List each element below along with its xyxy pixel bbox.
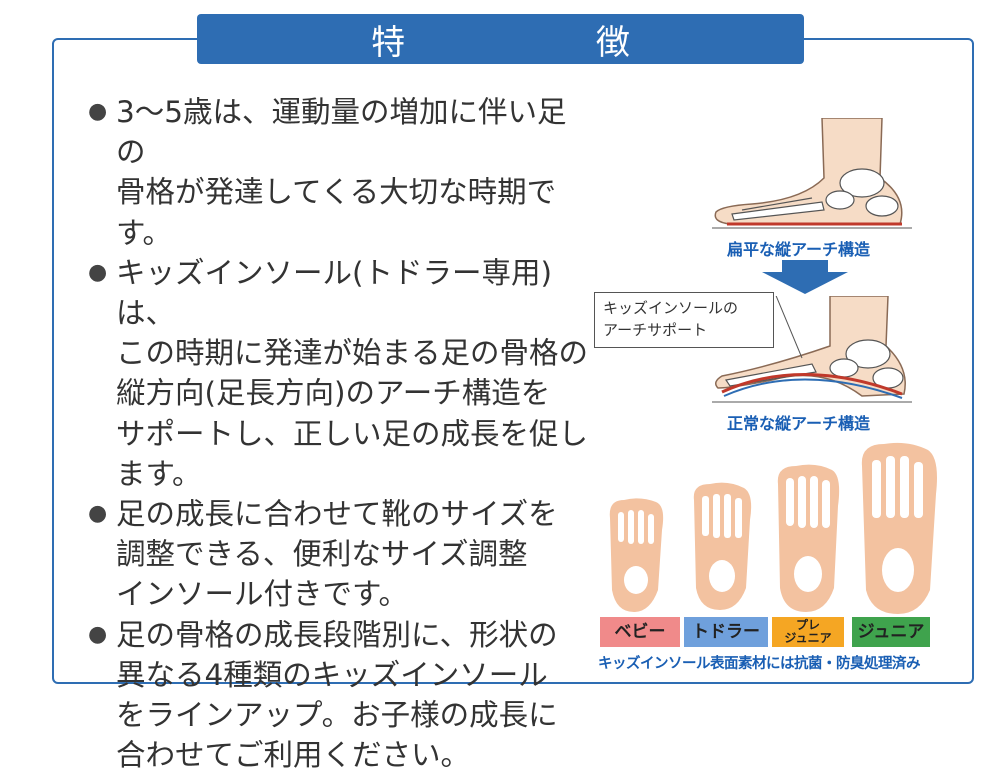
- text-line: この時期に発達が始まる足の骨格の: [116, 336, 589, 371]
- normal-arch-foot-illustration: [712, 296, 912, 403]
- text-line: キッズインソール(トドラー専用)は、: [116, 255, 553, 331]
- text-line: インソール付きです。: [116, 577, 409, 612]
- text-line: 3〜5歳は、運動量の増加に伴い足の: [116, 95, 567, 170]
- stage-label-line: ジュニア: [784, 631, 832, 645]
- antibacterial-note: キッズインソール表面素材には抗菌・防臭処理済み: [598, 656, 921, 672]
- text-line: 合わせてご利用ください。: [116, 738, 471, 773]
- stage-label-junior: ジュニア: [852, 617, 930, 647]
- text-line: 縦方向(足長方向)のアーチ構造を: [116, 376, 551, 411]
- callout-line: アーチサポート: [603, 321, 708, 339]
- stage-label-line: プレ: [795, 618, 820, 632]
- pre-junior-foot-icon: [777, 464, 840, 612]
- stage-label-pre-junior: プレ ジュニア: [772, 617, 844, 647]
- callout-line: キッズインソールの: [603, 299, 739, 317]
- baby-foot-icon: [609, 498, 664, 612]
- text-line: 異なる4種類のキッズインソール: [116, 657, 548, 692]
- bullet-icon: ●: [88, 501, 108, 527]
- text-line: 足の骨格の成長段階別に、形状の: [116, 617, 558, 652]
- bullet-icon: ●: [88, 259, 108, 285]
- bullet-icon: ●: [88, 621, 108, 647]
- junior-foot-icon: [861, 442, 937, 614]
- text-line: をラインアップ。お子様の成長に: [116, 698, 558, 733]
- text-line: 足の成長に合わせて靴のサイズを: [116, 497, 558, 532]
- list-item: ● 足の成長に合わせて靴のサイズを 調整できる、便利なサイズ調整 インソール付き…: [88, 494, 593, 615]
- list-item: ● 足の骨格の成長段階別に、形状の 異なる4種類のキッズインソール をラインアッ…: [88, 615, 593, 775]
- text-line: 骨格が発達してくる大切な時期です。: [116, 175, 557, 250]
- flat-arch-caption: 扁平な縦アーチ構造: [727, 240, 871, 259]
- text-line: サポートし、正しい足の成長を促し: [116, 416, 589, 451]
- arrow-down-icon: [762, 260, 848, 294]
- bullet-icon: ●: [88, 99, 108, 124]
- stage-label-toddler: トドラー: [684, 617, 768, 647]
- arch-support-callout: キッズインソールの アーチサポート: [594, 292, 774, 348]
- growth-stage-footprints: [609, 442, 937, 614]
- normal-arch-caption: 正常な縦アーチ構造: [727, 414, 871, 433]
- stage-label-baby: ベビー: [600, 617, 680, 647]
- toddler-foot-icon: [693, 482, 752, 610]
- list-item: ● キッズインソール(トドラー専用)は、 この時期に発達が始まる足の骨格の 縦方…: [88, 253, 593, 494]
- text-line: 調整できる、便利なサイズ調整: [116, 537, 528, 572]
- list-item: ● 3〜5歳は、運動量の増加に伴い足の 骨格が発達してくる大切な時期です。: [88, 92, 593, 253]
- page-title: 特 徴: [197, 14, 804, 64]
- text-line: ます。: [116, 456, 202, 491]
- flat-arch-foot-illustration: [712, 118, 912, 229]
- feature-list: ● 3〜5歳は、運動量の増加に伴い足の 骨格が発達してくる大切な時期です。 ● …: [88, 92, 593, 775]
